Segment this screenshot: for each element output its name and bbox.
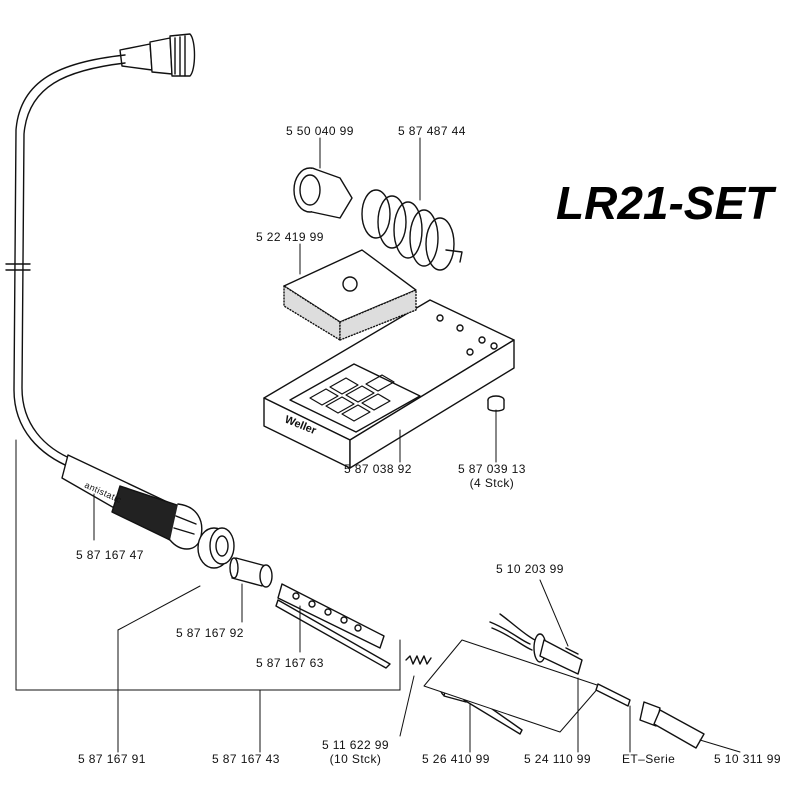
part-quantity: (10 Stck) — [329, 752, 382, 766]
leader-lines — [15, 137, 741, 753]
part-number: 5 87 039 13 — [458, 462, 526, 476]
insulating-ring — [197, 527, 235, 569]
part-label-ring: 5 87 167 91 — [78, 752, 146, 766]
part-quantity: (4 Stck) — [469, 476, 515, 490]
part-label-heater-base: 5 10 203 99 — [496, 562, 564, 576]
part-label-stand: 5 87 038 92 — [344, 462, 412, 476]
spring — [405, 655, 432, 665]
part-label-sensor: ET–Serie — [622, 752, 676, 766]
threaded-nut — [639, 701, 705, 749]
part-label-heating-element: 5 24 110 99 — [524, 752, 591, 766]
cable-with-connector — [5, 33, 196, 469]
part-label-nut: 5 10 311 99 — [714, 752, 781, 766]
part-label-cleaner: 5 50 040 99 — [286, 124, 354, 138]
part-label-sponge: 5 22 419 99 — [256, 230, 324, 244]
diagram-title: LR21-SET — [556, 177, 774, 229]
part-label-coil: 5 87 487 44 — [398, 124, 466, 138]
part-label-clamp: 5 87 167 63 — [256, 656, 324, 670]
part-label-spring: 5 11 622 99 (10 Stck) — [322, 738, 389, 766]
part-number: 5 11 622 99 — [322, 738, 389, 752]
part-label-iron-assembly: 5 87 167 43 — [212, 752, 280, 766]
part-label-sleeve: 5 87 167 92 — [176, 626, 244, 640]
part-label-foot: 5 87 039 13 (4 Stck) — [458, 462, 526, 490]
part-label-tip: 5 26 410 99 — [422, 752, 490, 766]
iron-coil-holder — [361, 189, 463, 271]
iron-handle — [61, 454, 203, 550]
et-series-sensor — [595, 683, 631, 707]
rubber-foot — [487, 395, 505, 412]
heating-element — [423, 613, 601, 733]
tip-clamp — [275, 583, 391, 669]
heater-sleeve — [229, 557, 273, 588]
iron-stand: Weller — [263, 299, 515, 469]
part-label-handle: 5 87 167 47 — [76, 548, 144, 562]
tip-cleaner — [293, 167, 353, 219]
cleaning-sponge — [283, 249, 417, 341]
